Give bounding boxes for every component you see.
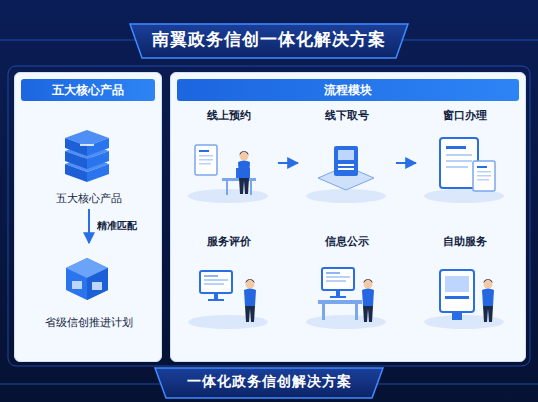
online-booking-illustration xyxy=(188,145,268,203)
flow-arrow xyxy=(396,162,416,164)
diagram-caption: 一体化政务信创解决方案 xyxy=(0,373,538,391)
self-service-illustration xyxy=(424,270,504,329)
service-evaluation-illustration xyxy=(188,271,268,329)
edge-label: 精准匹配 xyxy=(95,219,139,233)
item-label: 五大核心产品 xyxy=(54,190,124,207)
item-label: 线下取号 xyxy=(323,107,371,124)
item-label: 信息公示 xyxy=(323,233,371,250)
flow-arrow xyxy=(88,209,90,243)
item-label: 自助服务 xyxy=(441,233,489,250)
item-label: 线上预约 xyxy=(205,107,253,124)
info-disclosure-illustration xyxy=(306,268,386,329)
panel-heading: 五大核心产品 xyxy=(21,79,155,101)
item-label: 服务评价 xyxy=(205,233,253,250)
window-service-illustration xyxy=(424,138,504,203)
item-label: 省级信创推进计划 xyxy=(43,314,135,331)
plan-icon xyxy=(66,258,108,300)
product-icon xyxy=(65,130,109,182)
flow-arrow xyxy=(278,162,298,164)
item-label: 窗口办理 xyxy=(441,107,489,124)
diagram-title: 南翼政务信创一体化解决方案 xyxy=(0,28,538,51)
ticket-machine-illustration xyxy=(306,146,386,203)
panel-heading: 流程模块 xyxy=(177,79,519,101)
